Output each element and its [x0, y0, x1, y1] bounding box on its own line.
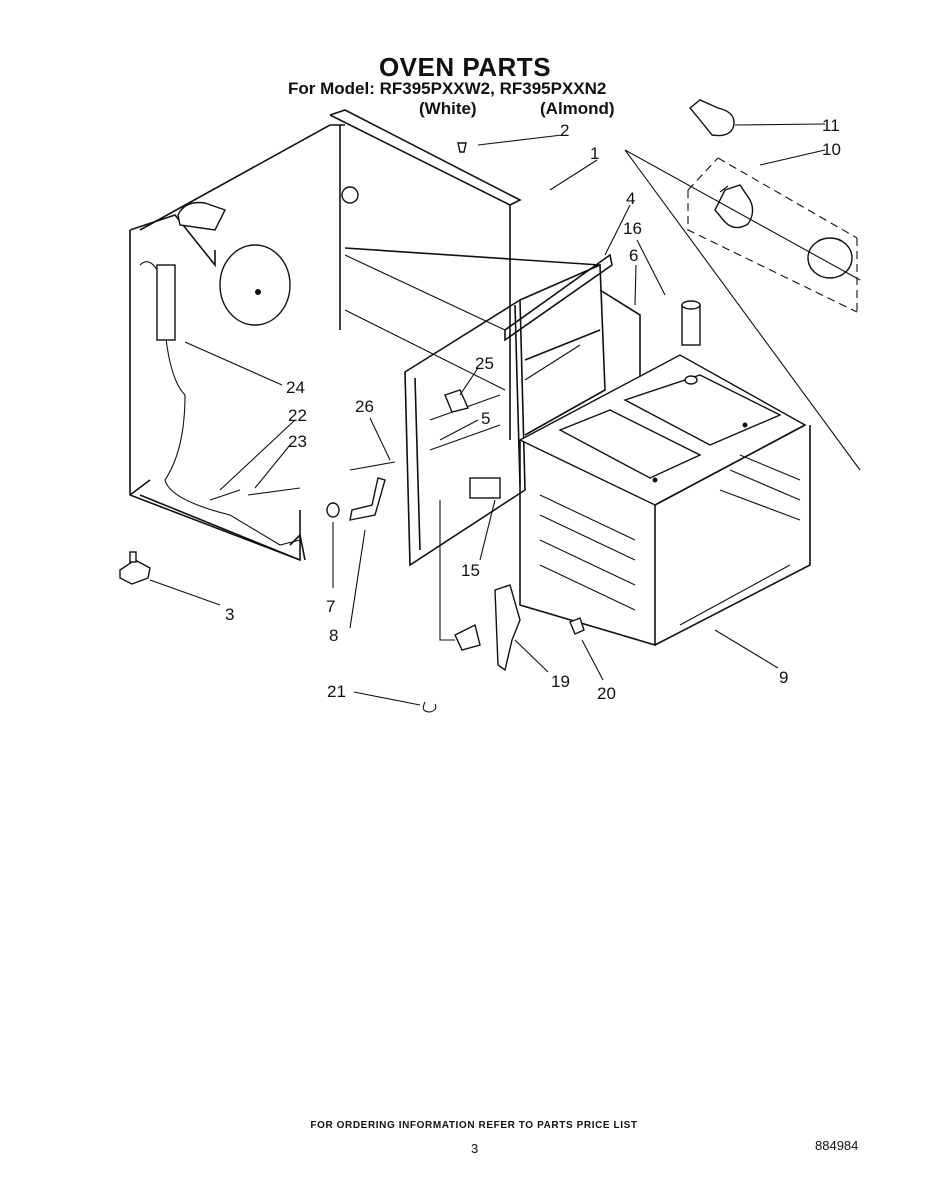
callout-9: 9 [779, 668, 788, 687]
light-assembly-drawing [624, 99, 861, 471]
callout-7: 7 [326, 597, 335, 616]
leader-lines [149, 123, 826, 706]
callout-23: 23 [288, 432, 307, 451]
variant-almond: (Almond) [540, 99, 615, 118]
oven-liner-drawing [518, 300, 811, 647]
fan-disk [219, 244, 291, 326]
document-number: 884984 [815, 1138, 859, 1153]
callout-4: 4 [626, 189, 635, 208]
ordering-note: FOR ORDERING INFORMATION REFER TO PARTS … [310, 1120, 638, 1131]
callout-8: 8 [329, 626, 338, 645]
model-line: For Model: RF395PXXW2, RF395PXXN2 [288, 79, 607, 98]
front-frame-drawing [404, 263, 641, 567]
callout-21: 21 [327, 682, 346, 701]
callout-5: 5 [481, 409, 490, 428]
callout-6: 6 [629, 246, 638, 265]
callout-15: 15 [461, 561, 480, 580]
variant-white: (White) [419, 99, 477, 118]
callout-labels: 11 10 2 1 4 16 6 24 22 23 26 25 5 15 7 8… [225, 116, 841, 703]
callout-26: 26 [355, 397, 374, 416]
callout-19: 19 [551, 672, 570, 691]
callout-25: 25 [475, 354, 494, 373]
callout-11: 11 [822, 116, 840, 135]
callout-3: 3 [225, 605, 234, 624]
callout-1: 1 [590, 144, 599, 163]
callout-16: 16 [623, 219, 642, 238]
page-number: 3 [471, 1141, 479, 1156]
oven-body-drawing [129, 109, 613, 562]
page-title: OVEN PARTS [378, 52, 552, 82]
callout-24: 24 [286, 378, 305, 397]
callout-20: 20 [597, 684, 616, 703]
small-parts-drawing [119, 142, 585, 713]
callout-10: 10 [822, 140, 841, 159]
callout-22: 22 [288, 406, 307, 425]
callout-2: 2 [560, 121, 569, 140]
